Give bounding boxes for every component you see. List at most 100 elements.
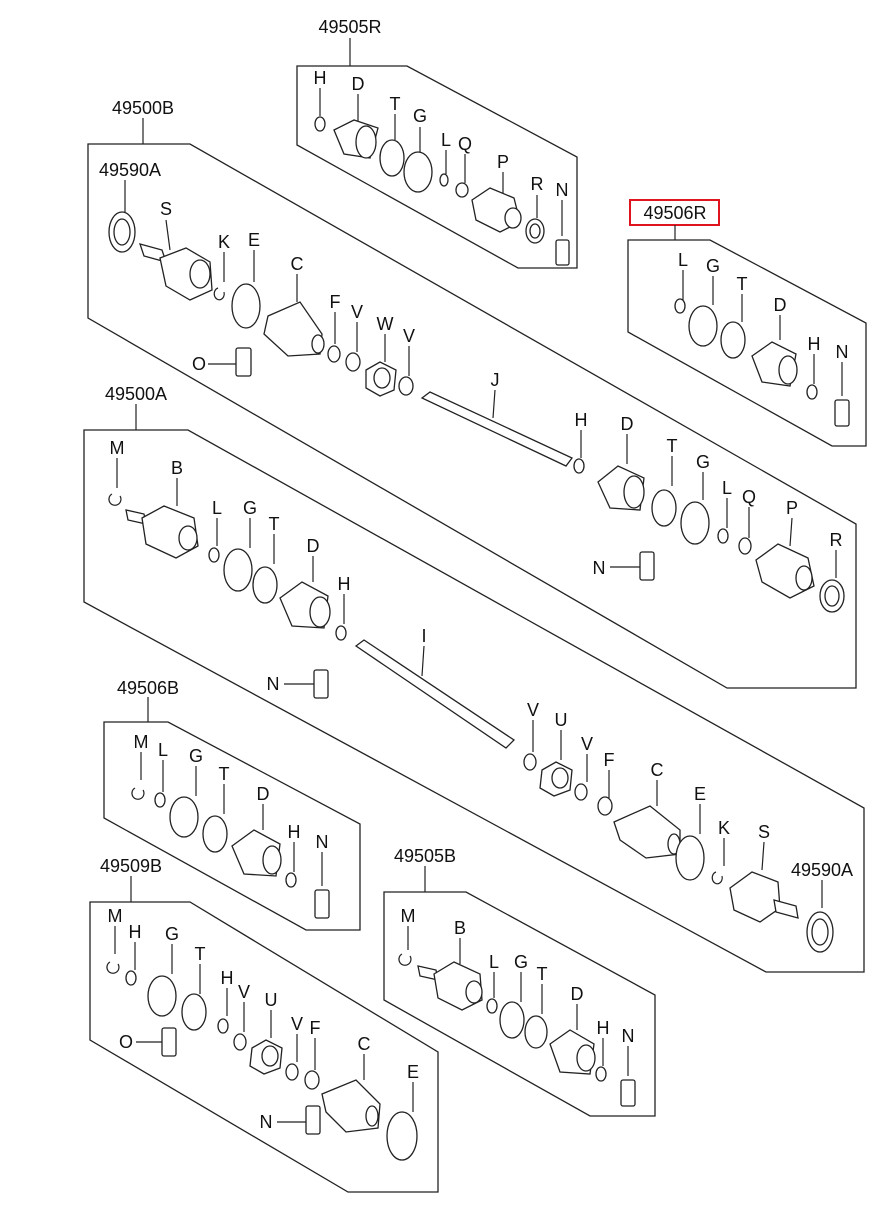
assembly-label-49500B[interactable]: 49500B [112, 98, 174, 118]
part-label-E: E [694, 784, 706, 804]
part-label-N: N [260, 1112, 273, 1132]
part-label-B: B [171, 458, 183, 478]
part-label-N: N [836, 342, 849, 362]
assembly-49505R: 49505R H D T G L Q P R N [296, 17, 578, 269]
part-label-L: L [212, 498, 222, 518]
assembly-frame-49506R [627, 239, 867, 447]
part-label-R: R [531, 174, 544, 194]
part-label-O: O [192, 354, 206, 374]
assembly-label-49590A[interactable]: 49590A [791, 860, 853, 880]
part-label-V: V [581, 734, 593, 754]
part-label-Q: Q [458, 134, 472, 154]
assembly-label-49506B[interactable]: 49506B [117, 678, 179, 698]
part-label-D: D [571, 984, 584, 1004]
part-label-R: R [830, 530, 843, 550]
part-label-H: H [575, 410, 588, 430]
part-label-D: D [621, 414, 634, 434]
assembly-frame-49509B [89, 901, 439, 1193]
part-label-W: W [377, 314, 394, 334]
part-label-P: P [786, 498, 798, 518]
assembly-label-49509B[interactable]: 49509B [100, 856, 162, 876]
part-label-G: G [514, 952, 528, 972]
assembly-label-49506R[interactable]: 49506R [643, 203, 706, 223]
part-label-N: N [593, 558, 606, 578]
part-label-F: F [330, 292, 341, 312]
part-label-J: J [491, 370, 500, 390]
part-label-G: G [706, 256, 720, 276]
part-label-D: D [307, 536, 320, 556]
assembly-label-49505R[interactable]: 49505R [318, 17, 381, 37]
part-label-L: L [678, 250, 688, 270]
part-label-V: V [351, 302, 363, 322]
part-label-L: L [722, 478, 732, 498]
assembly-frame-49500B [87, 143, 857, 689]
part-label-T: T [537, 964, 548, 984]
part-label-G: G [165, 924, 179, 944]
assembly-49506R: 49506R L G T D H N [627, 199, 867, 447]
part-label-G: G [413, 106, 427, 126]
part-label-H: H [597, 1018, 610, 1038]
assembly-label-49500A[interactable]: 49500A [105, 384, 167, 404]
assembly-frame-49505R [296, 65, 578, 269]
part-label-U: U [555, 710, 568, 730]
part-label-Q: Q [742, 487, 756, 507]
part-label-V: V [527, 700, 539, 720]
assembly-label-49505B[interactable]: 49505B [394, 846, 456, 866]
assembly-49500B: 49500B 49590A S K E C F V W V O [87, 98, 857, 689]
part-label-C: C [651, 760, 664, 780]
assembly-49509B: 49509B M H G T H V U V F O C N [89, 856, 439, 1193]
part-label-E: E [407, 1062, 419, 1082]
part-label-C: C [358, 1034, 371, 1054]
part-label-L: L [158, 740, 168, 760]
part-label-G: G [243, 498, 257, 518]
assembly-label-49590A[interactable]: 49590A [99, 160, 161, 180]
part-label-T: T [219, 764, 230, 784]
part-label-G: G [696, 452, 710, 472]
part-label-H: H [314, 68, 327, 88]
assembly-49506B: 49506B M L G T D H N [103, 678, 361, 931]
part-label-H: H [808, 334, 821, 354]
part-label-T: T [269, 514, 280, 534]
part-label-L: L [441, 130, 451, 150]
part-label-D: D [257, 784, 270, 804]
part-label-O: O [119, 1032, 133, 1052]
part-label-V: V [291, 1014, 303, 1034]
part-label-T: T [737, 274, 748, 294]
part-label-M: M [401, 906, 416, 926]
part-label-F: F [604, 750, 615, 770]
part-label-S: S [160, 199, 172, 219]
part-label-I: I [421, 626, 426, 646]
part-label-M: M [134, 732, 149, 752]
part-label-M: M [110, 438, 125, 458]
part-label-B: B [454, 918, 466, 938]
part-label-M: M [108, 906, 123, 926]
part-label-V: V [403, 326, 415, 346]
part-label-N: N [556, 180, 569, 200]
part-label-N: N [622, 1026, 635, 1046]
part-label-V: V [238, 982, 250, 1002]
part-label-C: C [291, 254, 304, 274]
part-label-F: F [310, 1018, 321, 1038]
part-label-S: S [758, 822, 770, 842]
part-label-N: N [267, 674, 280, 694]
part-label-P: P [497, 152, 509, 172]
part-label-T: T [195, 944, 206, 964]
assembly-frame-49505B [383, 891, 656, 1117]
part-label-U: U [265, 990, 278, 1010]
part-label-K: K [718, 818, 730, 838]
assembly-frame-49506B [103, 721, 361, 931]
part-label-D: D [774, 295, 787, 315]
part-label-K: K [218, 232, 230, 252]
assembly-49505B: 49505B M B L G T D H N [383, 846, 656, 1117]
assembly-frame-49500A [83, 429, 865, 973]
part-label-H: H [338, 574, 351, 594]
part-label-D: D [352, 74, 365, 94]
part-label-H: H [129, 922, 142, 942]
part-label-L: L [489, 952, 499, 972]
part-label-T: T [390, 94, 401, 114]
part-label-H: H [288, 822, 301, 842]
part-label-N: N [316, 832, 329, 852]
part-label-E: E [248, 230, 260, 250]
assembly-49500A: 49500A M B L G T D H I N V U [83, 384, 865, 973]
